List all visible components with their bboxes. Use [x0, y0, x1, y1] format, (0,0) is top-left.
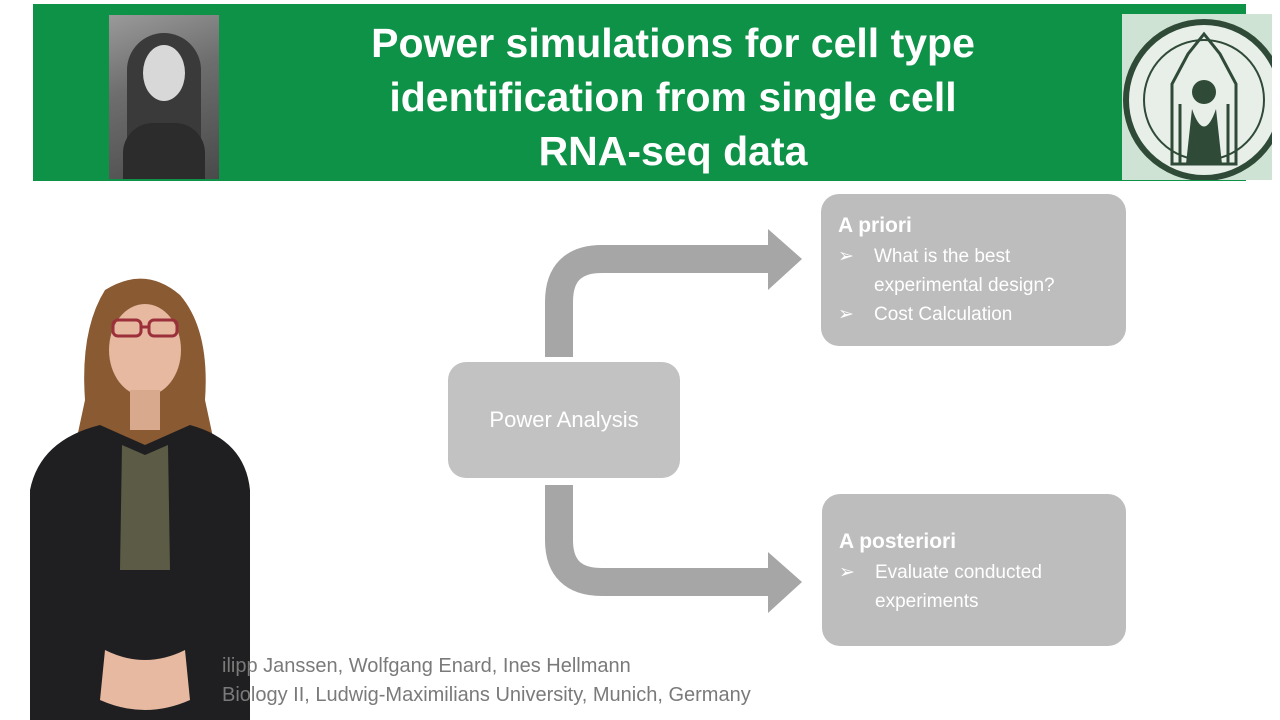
a-priori-heading: A priori: [838, 214, 912, 237]
authors-names: ilipp Janssen, Wolfgang Enard, Ines Hell…: [222, 655, 631, 677]
a-posteriori-heading: A posteriori: [839, 530, 957, 553]
arrow-down-right: [545, 485, 775, 596]
university-seal-icon: [1122, 14, 1272, 180]
author-credits: ilipp Janssen, Wolfgang Enard, Ines Hell…: [222, 652, 751, 710]
arrow-up-right-head: [768, 229, 802, 290]
authors-affiliation: Biology II, Ludwig-Maximilians Universit…: [222, 684, 751, 706]
title-line-1: Power simulations for cell type: [371, 20, 975, 66]
arrow-down-right-head: [768, 552, 802, 613]
a-priori-box: A priori ➢ What is the best experimental…: [821, 194, 1126, 346]
arrow-bullet-icon: ➢: [838, 304, 854, 325]
a-posteriori-box: A posteriori ➢ Evaluate conducted experi…: [822, 494, 1126, 646]
arrow-up-right: [545, 245, 775, 357]
slide-title: Power simulations for cell type identifi…: [233, 16, 1113, 178]
title-banner: Power simulations for cell type identifi…: [33, 4, 1272, 181]
title-line-3: RNA-seq data: [538, 128, 808, 174]
presenter-video: [10, 278, 250, 720]
a-priori-bullet-1-text: What is the best experimental design?: [874, 246, 1055, 296]
a-posteriori-bullet-1-text: Evaluate conducted experiments: [875, 562, 1042, 612]
power-analysis-label: Power Analysis: [489, 407, 639, 432]
arrow-bullet-icon: ➢: [838, 246, 854, 267]
power-analysis-box: Power Analysis: [448, 362, 680, 478]
arrow-bullet-icon: ➢: [839, 562, 855, 583]
title-line-2: identification from single cell: [389, 74, 957, 120]
a-priori-bullet-2-text: Cost Calculation: [874, 304, 1013, 325]
speaker-portrait-photo: [109, 15, 219, 179]
